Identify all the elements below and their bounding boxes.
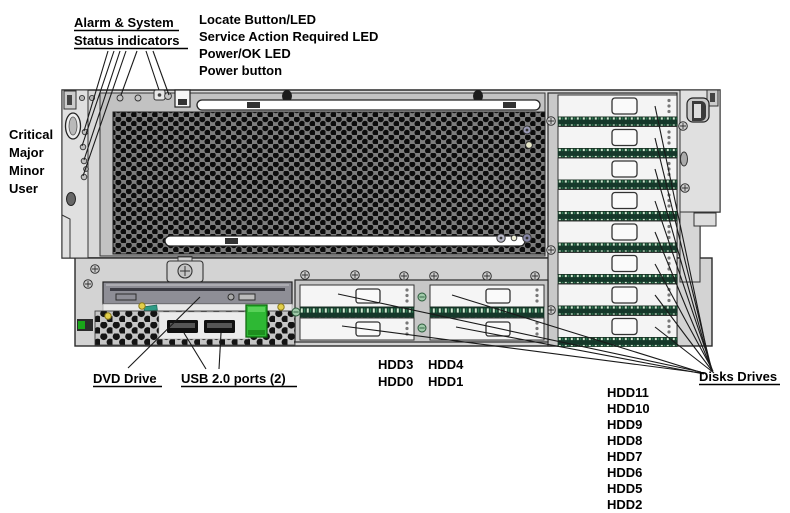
green-screw [417,292,427,302]
disk-tray-hdd5 [557,283,678,316]
top-indicator-row [78,89,191,108]
label-hdd7: HDD7 [607,449,642,464]
label-locate-button: Locate Button/LED [199,12,316,27]
label-alarm-system-line2: Status indicators [74,33,179,48]
ear-oval-hole [66,192,76,206]
dvd-activity-led [227,293,235,301]
label-alarm-system-line1: Alarm & System [74,15,174,30]
screw-yellow [277,303,285,311]
label-hdd3: HDD3 [378,357,413,372]
dvd-eject-button [115,293,137,301]
screw [546,116,556,126]
major-led [79,143,87,151]
status-led [116,94,124,102]
disk-tray-hdd3 [299,284,415,308]
label-hdd6: HDD6 [607,465,642,480]
user-led [80,173,88,181]
disk-tray-hdd0 [299,317,415,341]
lower-rail [90,256,540,283]
left-mounting-ear [61,89,89,259]
alarm-leader-fan [81,50,170,177]
screw [678,121,688,131]
label-power-ok-led: Power/OK LED [199,46,291,61]
label-hdd10: HDD10 [607,401,650,416]
locate-button-led [178,99,187,105]
screw-yellow [104,312,112,320]
media-section [77,279,296,346]
green-screw [417,323,427,333]
usb-leader-2 [218,332,222,370]
screw [429,271,439,281]
label-hdd8: HDD8 [607,433,642,448]
top-handle-bar [196,99,541,111]
usb-leader-1 [183,332,207,370]
screw [530,271,540,281]
screw [482,271,492,281]
power-button [245,304,268,338]
label-critical: Critical [9,127,53,142]
handle-clip [225,238,238,244]
leader-lines [81,50,715,375]
server-chassis [61,89,721,348]
power-ok-led [525,141,533,149]
label-hdd5: HDD5 [607,481,642,496]
green-led [78,321,85,329]
dvd-leader [127,296,201,369]
right-mounting-ear [678,89,721,283]
screw [680,183,690,193]
hex-mesh [112,111,546,255]
label-hdd9: HDD9 [607,417,642,432]
ear-step-bracket [693,212,717,227]
labels: Alarm & System Status indicators Locate … [9,12,780,512]
top-knob [473,90,483,102]
disk-tray-hdd2 [557,314,678,348]
handle-clip [503,102,516,108]
bracket-slot [67,95,72,105]
disk-drive-column [546,92,678,348]
label-hdd0: HDD0 [378,374,413,389]
disk-tray-hdd11 [557,94,678,127]
label-usb-ports: USB 2.0 ports (2) [181,371,286,386]
label-major: Major [9,145,44,160]
screw [90,264,100,274]
label-dvd-drive: DVD Drive [93,371,157,386]
label-disks-drives: Disks Drives [699,369,777,384]
ear-step-notch [61,214,71,258]
screw [546,245,556,255]
label-hdd4: HDD4 [428,357,464,372]
top-knob [282,90,292,102]
screw-yellow [138,302,146,310]
screw [399,271,409,281]
lower-drive-bays [291,279,549,343]
label-hdd2: HDD2 [607,497,642,512]
label-service-action-led: Service Action Required LED [199,29,378,44]
disk-tray-hdd6 [557,251,678,285]
label-minor: Minor [9,163,44,178]
disks-leader-fan [337,105,715,375]
disk-tray-hdd4 [429,284,545,308]
dvd-slot [110,288,285,291]
handle-clip [247,102,260,108]
label-user: User [9,181,38,196]
label-power-button: Power button [199,63,282,78]
disk-tray-hdd8 [557,188,678,222]
bottom-handle-bar [164,235,526,247]
screw [300,270,310,280]
disk-tray-hdd1 [429,317,545,341]
disk-tray-hdd7 [557,220,678,253]
label-hdd1: HDD1 [428,374,463,389]
label-hdd11: HDD11 [607,385,649,400]
screw [350,270,360,280]
green-screw [291,307,301,317]
minor-led [80,157,88,165]
status-led [134,94,142,102]
fan-grille [78,89,546,257]
ear-oval-hole [680,151,688,167]
screw [83,279,93,289]
